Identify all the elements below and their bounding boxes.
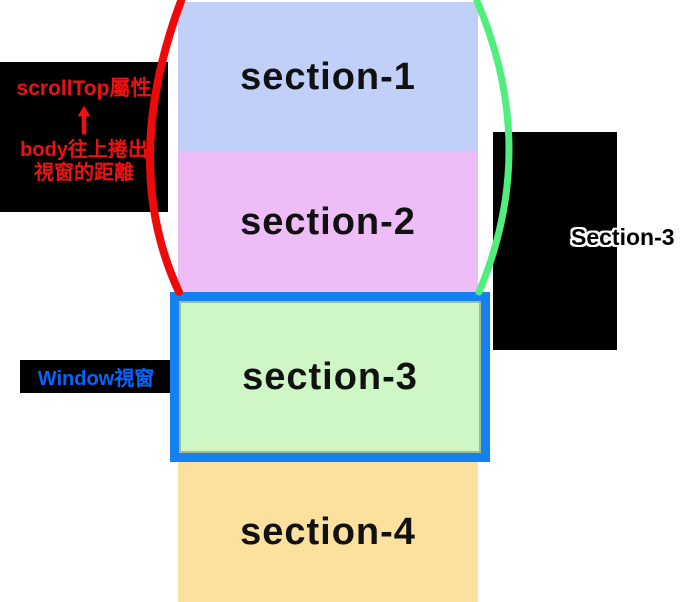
section-3-label: section-3 xyxy=(242,355,418,398)
window-viewport-label-text: Window視窗 xyxy=(37,368,155,390)
up-arrow-icon xyxy=(77,105,91,135)
window-viewport-box: section-3 xyxy=(170,292,490,462)
section-1-label: section-1 xyxy=(240,55,416,98)
section-4-block: section-4 xyxy=(178,462,478,602)
scrolltop-note-line2: 視窗的距離 xyxy=(34,162,134,184)
section-2-block: section-2 xyxy=(178,152,478,292)
scrolltop-note-title: scrollTop屬性 xyxy=(16,77,152,100)
right-annotation-box xyxy=(493,132,617,350)
window-viewport-label: Window視窗 xyxy=(20,360,172,393)
scrolltop-note-box: scrollTop屬性 body往上捲出 視窗的距離 xyxy=(0,62,168,212)
section-1-block: section-1 xyxy=(178,2,478,152)
scrolltop-note-line1: body往上捲出 xyxy=(20,139,148,161)
right-annotation-label: Section-3 xyxy=(571,224,675,250)
section-4-label: section-4 xyxy=(240,510,416,553)
section-2-label: section-2 xyxy=(240,200,416,243)
